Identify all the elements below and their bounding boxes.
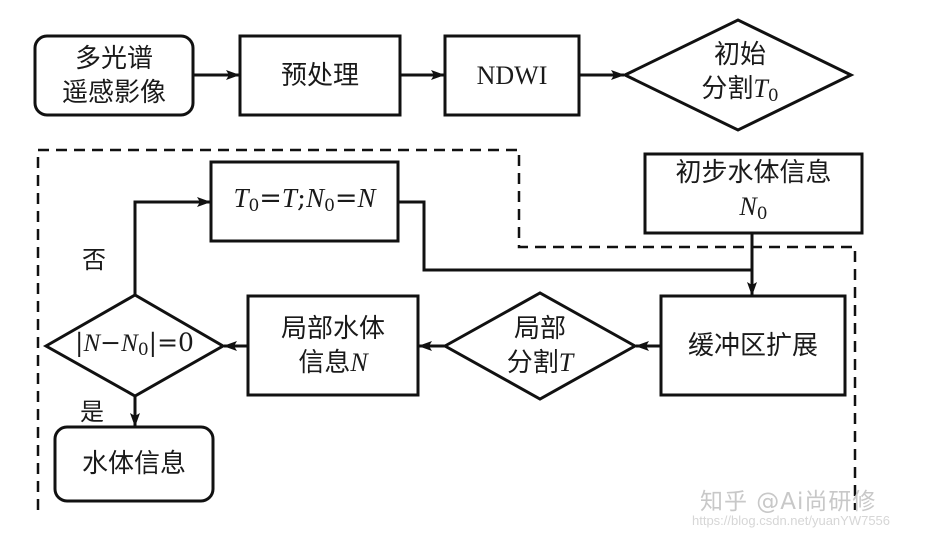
node-ndwi-label: NDWI [445, 36, 579, 115]
watermark-url: https://blog.csdn.net/yuanYW7556 [692, 513, 891, 528]
node-input-line2: 遥感影像 [61, 77, 166, 108]
node-initial-water-label: 初步水体信息 N0 [645, 154, 862, 233]
edge-label-yes: 是 [80, 398, 104, 426]
minus: − [100, 327, 122, 357]
node-output-box [53, 425, 215, 503]
preprocess-text: 预处理 [280, 60, 359, 91]
var-t: T [558, 348, 574, 377]
edge-label-no: 否 [82, 246, 106, 274]
node-buffer-box [659, 294, 847, 397]
edge-check-assign [133, 197, 211, 295]
node-ndwi-box [443, 34, 581, 117]
abs-bar: | [148, 327, 158, 357]
assign-expression: T0=T;N0=N [233, 181, 375, 223]
initial-split-text: 分割 [701, 73, 754, 104]
local-split-line1: 局部 [513, 314, 566, 344]
var-t: T [753, 73, 768, 103]
node-output-label: 水体信息 [55, 427, 213, 501]
node-local-split-label: 局部 分割T [470, 300, 610, 392]
dashed-boundary [36, 148, 857, 510]
equals: = [334, 182, 358, 214]
local-water-line1: 局部水体 [280, 313, 385, 344]
edge-assign-buffer [398, 200, 752, 272]
check-expression: |N−N0|=0 [75, 326, 194, 367]
sub-0: 0 [767, 85, 779, 106]
var-n0: N [121, 329, 138, 357]
initial-water-line1: 初步水体信息 [675, 158, 832, 188]
sub-0: 0 [324, 195, 335, 216]
var-n: N [357, 182, 376, 213]
var-n: N [83, 329, 101, 357]
local-split-line2: 分割T [507, 346, 573, 380]
node-initial-water-box [643, 152, 864, 235]
node-initial-split-label: 初始 分割T0 [655, 28, 825, 122]
output-text: 水体信息 [81, 449, 186, 479]
ndwi-text: NDWI [476, 60, 548, 90]
equals: = [259, 182, 282, 214]
sub-0: 0 [756, 204, 768, 224]
local-water-text: 信息 [298, 347, 351, 378]
sub-0: 0 [248, 195, 260, 216]
initial-split-line1: 初始 [713, 39, 766, 70]
var-t0: T [233, 182, 249, 213]
node-input-label: 多光谱 遥感影像 [35, 36, 193, 115]
sub-0: 0 [137, 339, 149, 360]
separator: ; [296, 182, 307, 214]
buffer-text: 缓冲区扩展 [687, 330, 818, 361]
node-input-line1: 多光谱 [74, 43, 153, 74]
var-n0: N [306, 182, 325, 213]
var-n: N [739, 192, 757, 221]
node-initial-split-diamond [621, 18, 855, 132]
local-water-line2: 信息N [298, 346, 367, 380]
node-buffer-label: 缓冲区扩展 [661, 296, 845, 395]
watermark-zhihu: 知乎 @Ai尚研修 [700, 489, 877, 515]
node-check-label: |N−N0|=0 [46, 318, 223, 374]
abs-bar: | [75, 327, 84, 357]
node-assign-label: T0=T;N0=N [211, 162, 398, 241]
node-preprocess-box [238, 34, 402, 117]
local-split-text: 分割 [506, 348, 559, 378]
var-n: N [350, 347, 368, 377]
initial-split-line2: 分割T0 [701, 72, 778, 113]
equals-zero: =0 [157, 327, 194, 357]
node-local-water-label: 局部水体 信息N [248, 296, 418, 395]
initial-water-line2: N0 [739, 190, 767, 231]
node-preprocess-label: 预处理 [240, 36, 400, 115]
var-t: T [281, 182, 297, 213]
